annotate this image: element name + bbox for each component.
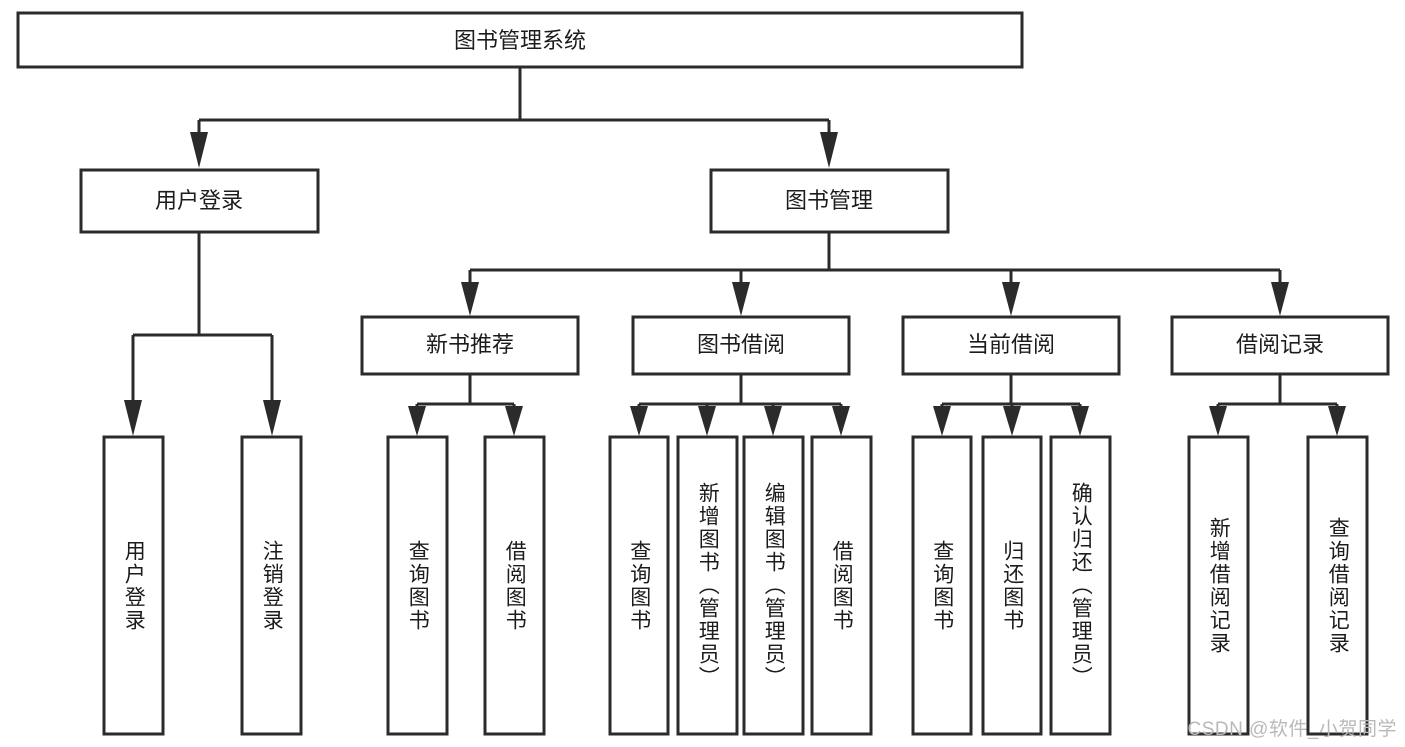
node-book-borrow-label: 图书借阅 bbox=[697, 332, 785, 357]
node-query-book-3-box[interactable] bbox=[911, 435, 973, 736]
connector-group-book-borrow bbox=[630, 374, 850, 436]
node-root[interactable]: 图书管理系统 bbox=[16, 11, 1024, 69]
node-new-book-recommend-box[interactable] bbox=[360, 315, 580, 376]
node-edit-book-label: 编辑图书（管理员） bbox=[762, 482, 786, 689]
arrow-to-query-book-2 bbox=[630, 406, 648, 436]
node-root-label: 图书管理系统 bbox=[454, 28, 586, 53]
node-borrow-book-1-box[interactable] bbox=[483, 435, 546, 736]
node-borrow-record[interactable]: 借阅记录 bbox=[1170, 315, 1390, 376]
node-add-book-box[interactable] bbox=[676, 435, 739, 736]
node-current-borrow-box[interactable] bbox=[901, 315, 1121, 376]
node-user-login-label: 用户登录 bbox=[155, 188, 243, 213]
node-current-borrow[interactable]: 当前借阅 bbox=[901, 315, 1121, 376]
node-borrow-record-label: 借阅记录 bbox=[1236, 332, 1324, 357]
node-new-book-recommend[interactable]: 新书推荐 bbox=[360, 315, 580, 376]
arrow-to-query-borrow-record bbox=[1328, 406, 1346, 436]
node-book-borrow[interactable]: 图书借阅 bbox=[631, 315, 851, 376]
arrow-to-new-book-recommend bbox=[461, 282, 479, 316]
node-user-logout-label: 注销登录 bbox=[260, 539, 284, 632]
node-user-login-do-label: 用户登录 bbox=[122, 539, 146, 632]
node-return-book-label: 归还图书 bbox=[1000, 539, 1024, 632]
connector-group-root bbox=[190, 67, 838, 168]
arrow-to-borrow-book-2 bbox=[832, 406, 850, 436]
node-query-book-2-box[interactable] bbox=[608, 435, 670, 736]
node-borrow-book-2-box[interactable] bbox=[810, 435, 873, 736]
node-user-login-do-box[interactable] bbox=[102, 435, 165, 736]
node-borrow-record-box[interactable] bbox=[1170, 315, 1390, 376]
node-query-borrow-record-label: 查询借阅记录 bbox=[1326, 516, 1350, 655]
node-book-management[interactable]: 图书管理 bbox=[709, 168, 950, 234]
node-add-book-label: 新增图书（管理员） bbox=[696, 482, 720, 689]
arrow-to-add-borrow-record bbox=[1209, 406, 1227, 436]
node-new-book-recommend-label: 新书推荐 bbox=[426, 332, 514, 357]
arrow-to-book-borrow bbox=[732, 282, 750, 316]
node-user-logout-box[interactable] bbox=[240, 435, 303, 736]
arrow-to-query-book-3 bbox=[933, 406, 951, 436]
node-root-box[interactable] bbox=[16, 11, 1024, 69]
node-query-book-3-label: 查询图书 bbox=[930, 539, 954, 632]
node-query-book-2-label: 查询图书 bbox=[627, 539, 651, 632]
arrow-to-borrow-book-1 bbox=[505, 406, 523, 436]
arrow-to-confirm-return bbox=[1071, 406, 1089, 436]
node-confirm-return-box[interactable] bbox=[1049, 435, 1112, 736]
node-return-book-box[interactable] bbox=[981, 435, 1043, 736]
connector-group-book-management bbox=[461, 232, 1289, 316]
node-add-borrow-record-box[interactable] bbox=[1187, 435, 1250, 736]
arrow-to-add-book bbox=[698, 406, 716, 436]
node-borrow-book-2-label: 借阅图书 bbox=[830, 539, 854, 632]
node-book-management-label: 图书管理 bbox=[785, 188, 873, 213]
node-confirm-return-label: 确认归还（管理员） bbox=[1069, 482, 1093, 689]
connector-group-current-borrow bbox=[933, 374, 1089, 436]
node-user-login-box[interactable] bbox=[79, 168, 320, 234]
connector-group-new-book-recommend bbox=[408, 374, 523, 436]
connector-group-borrow-record bbox=[1209, 374, 1346, 436]
node-book-borrow-box[interactable] bbox=[631, 315, 851, 376]
arrow-to-current-borrow bbox=[1002, 282, 1020, 316]
node-add-borrow-record-label: 新增借阅记录 bbox=[1207, 516, 1231, 655]
arrow-to-user-login-do bbox=[124, 400, 142, 436]
csdn-watermark: CSDN @软件_小贺同学 bbox=[1187, 719, 1397, 740]
arrow-to-book-management bbox=[820, 132, 838, 168]
node-user-login[interactable]: 用户登录 bbox=[79, 168, 320, 234]
node-query-book-1-box[interactable] bbox=[386, 435, 449, 736]
connector-group-user-login bbox=[124, 232, 281, 436]
arrow-to-user-login bbox=[190, 132, 208, 168]
node-query-book-1-label: 查询图书 bbox=[406, 539, 430, 632]
arrow-to-return-book bbox=[1003, 406, 1021, 436]
node-current-borrow-label: 当前借阅 bbox=[967, 332, 1055, 357]
node-book-management-box[interactable] bbox=[709, 168, 950, 234]
arrow-to-edit-book bbox=[764, 406, 782, 436]
leaf-boxes bbox=[102, 435, 1369, 736]
node-borrow-book-1-label: 借阅图书 bbox=[503, 539, 527, 632]
arrow-to-user-logout bbox=[263, 400, 281, 436]
node-query-borrow-record-box[interactable] bbox=[1306, 435, 1369, 736]
arrow-to-borrow-record bbox=[1271, 282, 1289, 316]
arrow-to-query-book-1 bbox=[408, 406, 426, 436]
node-edit-book-box[interactable] bbox=[742, 435, 805, 736]
